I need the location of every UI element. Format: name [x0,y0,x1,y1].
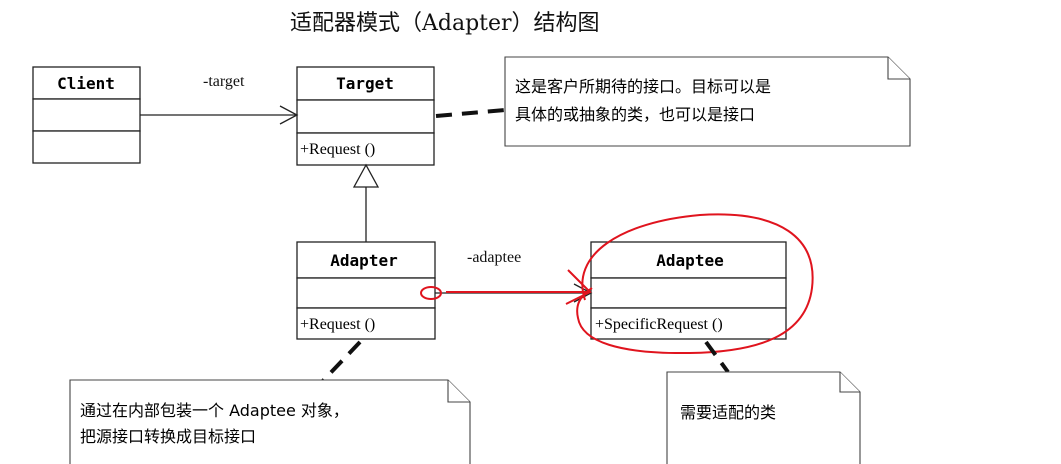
association-label: -adaptee [467,249,521,266]
note-target: 这是客户所期待的接口。目标可以是 具体的或抽象的类，也可以是接口 [504,56,911,147]
class-target: Target +Request () [296,66,435,166]
class-name: Adaptee [656,251,723,270]
note-line: 这是客户所期待的接口。目标可以是 [515,77,771,96]
note-line: 具体的或抽象的类，也可以是接口 [515,105,755,124]
association-client-target: -target [140,73,299,125]
class-adaptee: Adaptee +SpecificRequest () [590,241,787,340]
red-annotation [420,213,814,355]
association-label: -target [203,73,245,90]
note-line: 把源接口转换成目标接口 [80,427,256,446]
association-adapter-adaptee: -adaptee [435,249,593,303]
class-adapter: Adapter +Request () [296,241,436,340]
note-adaptee: 需要适配的类 [666,371,861,464]
generalization-adapter-target [352,163,380,242]
class-client: Client [32,66,141,164]
note-connector [316,340,362,388]
note-connector [435,108,506,118]
method-request: +Request () [300,316,375,333]
class-name: Adapter [330,251,397,270]
method-request: +Request () [300,141,375,158]
note-line: 通过在内部包装一个 Adaptee 对象， [80,401,349,420]
diagram-title: 适配器模式（Adapter）结构图 [290,11,600,36]
method-specific-request: +SpecificRequest () [595,316,723,333]
class-name: Target [336,74,394,93]
note-connector [704,340,730,374]
note-line: 需要适配的类 [680,403,776,422]
class-name: Client [57,74,115,93]
note-adapter: 通过在内部包装一个 Adaptee 对象， 把源接口转换成目标接口 [69,379,471,464]
